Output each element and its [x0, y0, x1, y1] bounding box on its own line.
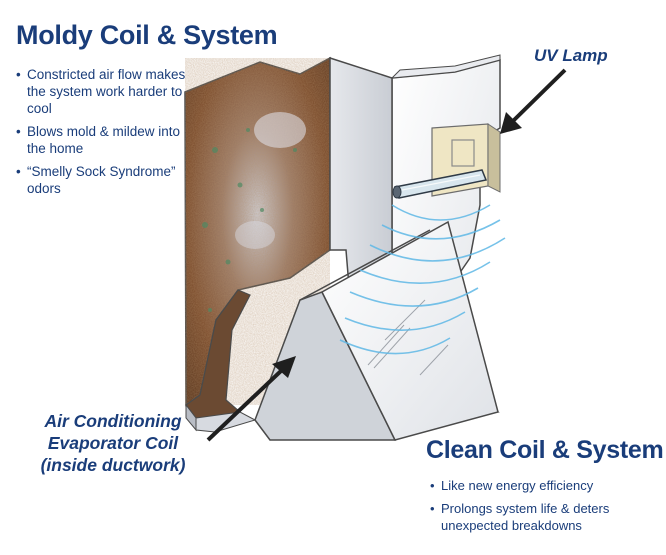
clean-bullet: Like new energy efficiency: [430, 477, 655, 494]
moldy-bullet: Blows mold & mildew into the home: [16, 123, 186, 157]
clean-bullet-list: Like new energy efficiency Prolongs syst…: [430, 477, 655, 540]
clean-bullet: Prolongs system life & deters unexpected…: [430, 500, 655, 534]
moldy-bullet-list: Constricted air flow makes the system wo…: [16, 66, 186, 203]
coil-label: Air Conditioning Evaporator Coil (inside…: [28, 410, 198, 476]
clean-title: Clean Coil & System: [426, 436, 664, 464]
moldy-title: Moldy Coil & System: [16, 20, 278, 50]
uv-light-waves: [339, 204, 506, 355]
coil-arrow: [206, 356, 296, 442]
uv-lamp-fixture: [392, 123, 501, 199]
uv-lamp-label: UV Lamp: [534, 46, 608, 65]
evaporator-coil: [253, 220, 500, 441]
moldy-bullet: “Smelly Sock Syndrome” odors: [16, 163, 186, 197]
moldy-bullet: Constricted air flow makes the system wo…: [16, 66, 186, 117]
coil-label-line2: Evaporator Coil: [47, 433, 179, 453]
uv-lamp-arrow: [500, 68, 567, 134]
coil-label-line3: (inside ductwork): [40, 455, 186, 475]
coil-label-line1: Air Conditioning: [44, 411, 182, 431]
moldy-duct-wall: [184, 56, 331, 407]
